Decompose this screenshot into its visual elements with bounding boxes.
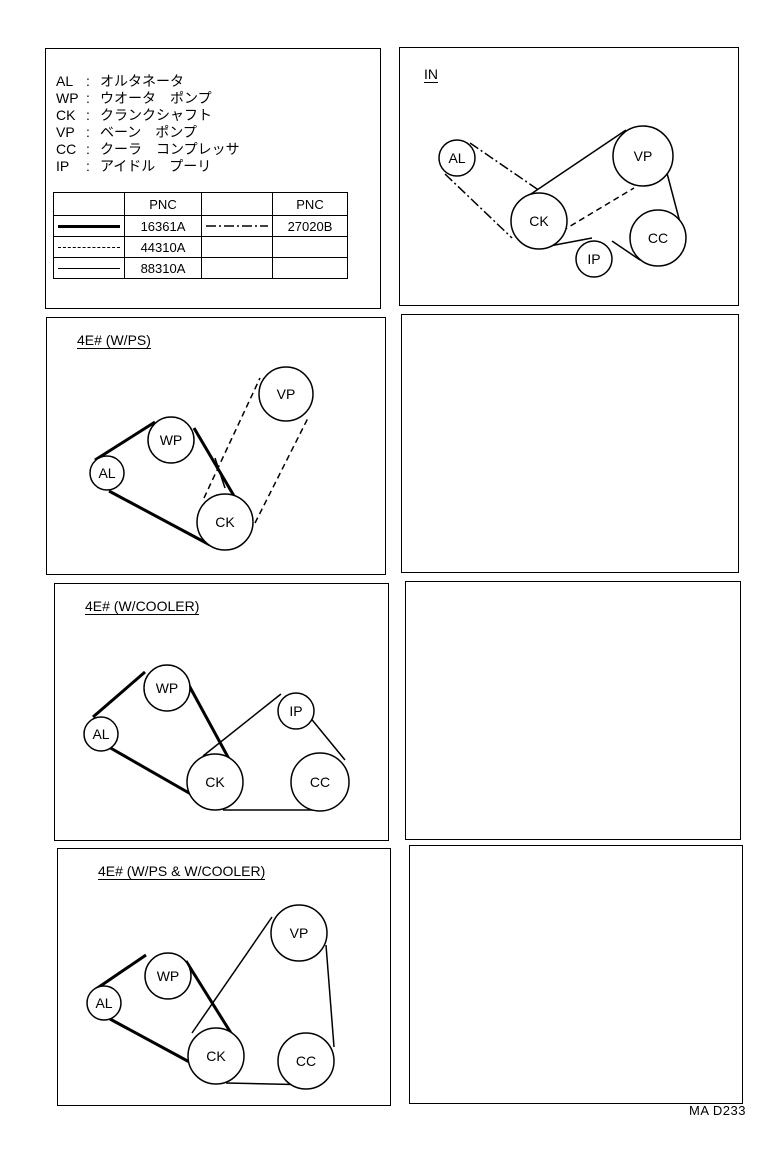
panel-in: IN AL CK VP CC IP (399, 47, 739, 306)
al-pulley (438, 139, 476, 177)
vp-label: VP (634, 148, 653, 164)
ck-pulley (186, 753, 244, 811)
cc-pulley (290, 752, 350, 812)
cc-pulley (629, 209, 687, 267)
legend-item: AL:オルタネータ (56, 73, 184, 89)
panel-ps: 4E# (W/PS) AL WP CK VP (46, 317, 386, 575)
drawing-code: MA D233 (689, 1103, 746, 1118)
legend-name: オルタネータ (100, 73, 184, 89)
pnc-row: 88310A (53, 257, 348, 279)
ck-label: CK (206, 1048, 226, 1064)
ck-label: CK (215, 514, 235, 530)
panel-blank (405, 581, 741, 840)
thin-line-swatch (58, 267, 120, 269)
dashed-line-swatch (58, 246, 120, 248)
pnc-row: 16361A 27020B (53, 215, 348, 237)
legend-abbr: IP (56, 158, 70, 174)
panel-title: 4E# (W/PS & W/COOLER) (98, 863, 266, 880)
vp-label: VP (290, 925, 309, 941)
cc-label: CC (310, 774, 330, 790)
panel-blank (401, 314, 739, 573)
legend-list: AL:オルタネータ WP:ウオータ ポンプ CK:クランクシャフト VP:ベーン… (56, 73, 240, 175)
vp-pulley (612, 125, 674, 187)
al-label: AL (95, 995, 112, 1011)
belt-diagram-in: AL CK VP CC IP (438, 125, 687, 278)
panel-blank (409, 845, 743, 1104)
al-pulley (83, 716, 119, 752)
ip-pulley (575, 240, 613, 278)
ck-label: CK (205, 774, 225, 790)
wp-pulley (143, 664, 191, 712)
pnc-header: PNC (124, 192, 202, 216)
wp-pulley (144, 952, 192, 1000)
legend-name: ウオータ ポンプ (100, 90, 212, 106)
wp-pulley (147, 416, 195, 464)
al-label: AL (92, 726, 109, 742)
legend-name: ベーン ポンプ (100, 124, 197, 140)
pnc-code: 44310A (124, 236, 202, 258)
panel-cooler: 4E# (W/COOLER) AL WP CK IP CC (54, 583, 389, 841)
wp-label: WP (156, 680, 179, 696)
ck-label: CK (529, 213, 549, 229)
pnc-code: 88310A (124, 257, 202, 279)
legend-abbr: CC (56, 141, 77, 157)
legend-item: WP:ウオータ ポンプ (56, 90, 212, 106)
belt-diagram-ps: AL WP CK VP (89, 366, 314, 551)
legend-abbr: WP (56, 90, 79, 106)
cc-pulley (277, 1032, 335, 1090)
al-label: AL (98, 465, 115, 481)
legend-item: CC:クーラ コンプレッサ (56, 141, 240, 157)
panel-title: 4E# (W/COOLER) (85, 598, 200, 615)
thick-line-swatch (58, 224, 120, 228)
legend-abbr: VP (56, 124, 75, 140)
pnc-header: PNC (272, 192, 348, 216)
belt-diagram-ps-cooler: AL WP CK VP CC (86, 904, 335, 1090)
wp-label: WP (157, 968, 180, 984)
panel-title: 4E# (W/PS) (77, 332, 151, 349)
dashdot-line-swatch (206, 225, 268, 227)
wp-label: WP (160, 432, 183, 448)
vp-pulley (270, 904, 328, 962)
legend-name: アイドル プーリ (100, 158, 212, 174)
vp-pulley (258, 366, 314, 422)
legend-name: クランクシャフト (100, 107, 212, 123)
ck-pulley (196, 493, 254, 551)
legend-panel: AL:オルタネータ WP:ウオータ ポンプ CK:クランクシャフト VP:ベーン… (45, 48, 381, 309)
legend-abbr: AL (56, 73, 74, 89)
pnc-code: 16361A (124, 215, 202, 237)
pnc-header-row: PNC PNC (53, 192, 348, 216)
al-pulley (86, 985, 122, 1021)
pnc-table: PNC PNC 16361A 27020B 44310A 88310A (53, 192, 348, 279)
legend-item: VP:ベーン ポンプ (56, 124, 197, 140)
legend-item: IP:アイドル プーリ (56, 158, 212, 174)
pnc-code: 27020B (272, 215, 348, 237)
panel-ps-cooler: 4E# (W/PS & W/COOLER) AL WP CK VP CC (57, 848, 391, 1106)
legend-name: クーラ コンプレッサ (100, 141, 240, 157)
ip-label: IP (289, 703, 302, 719)
ip-label: IP (587, 251, 600, 267)
belt-diagram-cooler: AL WP CK IP CC (83, 664, 350, 812)
pnc-row: 44310A (53, 236, 348, 258)
cc-label: CC (648, 230, 668, 246)
al-label: AL (448, 150, 465, 166)
ck-pulley (510, 192, 568, 250)
legend-item: CK:クランクシャフト (56, 107, 212, 123)
panel-title: IN (424, 66, 438, 83)
ip-pulley (277, 692, 315, 730)
al-pulley (89, 455, 125, 491)
vp-label: VP (277, 386, 296, 402)
cc-label: CC (296, 1053, 316, 1069)
ck-pulley (187, 1027, 245, 1085)
legend-abbr: CK (56, 107, 76, 123)
